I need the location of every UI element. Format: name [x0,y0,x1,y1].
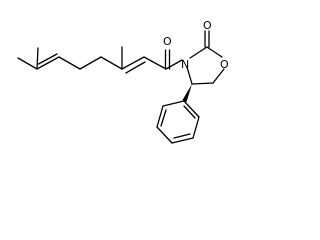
bond-c1-c2 [143,56,167,70]
bond-acyl-n [165,59,183,70]
phenyl-ring [156,100,200,144]
bond-c3-c4 [100,56,123,70]
bond-ch2-chph [191,82,214,85]
atom-label-nitrogen: N [181,58,189,71]
bond-c2-c3 [121,56,145,70]
atom-label-acyl-oxygen: O [163,35,172,48]
bond-o-ch2 [212,68,225,84]
molecule-structure: O O N O [17,19,229,144]
atom-label-ring-oxygen: O [220,58,229,71]
bond-chph-n [186,66,193,85]
bond-n-carbonyl-c [189,46,208,59]
bond-carbonyl-c-o [206,46,223,58]
stereo-wedge-bond [182,84,192,102]
atom-label-ring-carbonyl-oxygen: O [203,19,212,32]
bond-methyl-2 [36,47,39,70]
bond-lines [17,30,225,85]
bond-c6-c7 [36,56,60,70]
bond-c6-c7-second [37,53,58,65]
bond-c2-c3-second [125,61,146,74]
bond-methyl-1 [17,57,38,70]
bond-c4-c5 [79,56,102,70]
bond-c5-c6 [58,56,81,70]
